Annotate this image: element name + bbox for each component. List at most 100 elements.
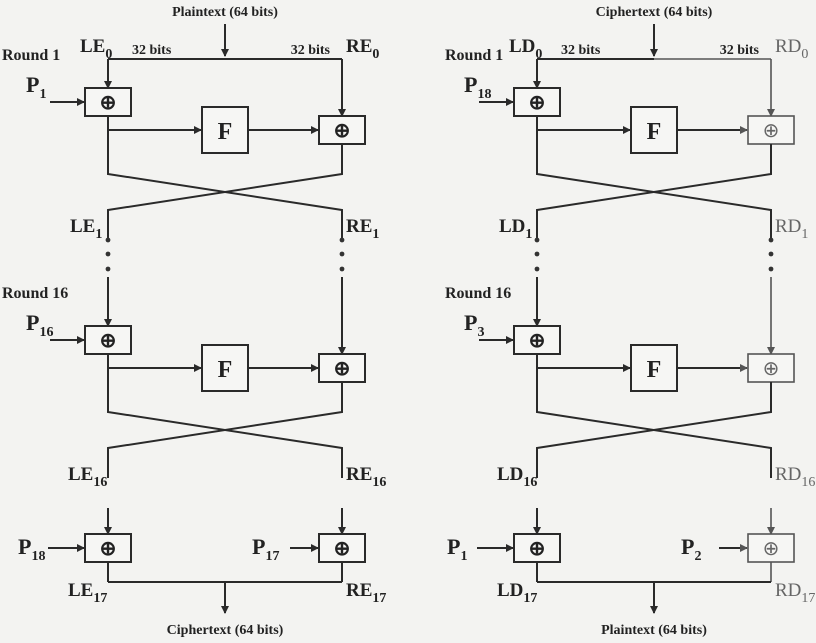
xor-icon: ⊕ bbox=[763, 358, 780, 380]
right-half-1-label-subscript: 1 bbox=[801, 227, 808, 242]
final-left-key-prefix: P bbox=[447, 534, 460, 559]
right-half-16-label: RD16 bbox=[775, 464, 815, 490]
xor-icon: ⊕ bbox=[100, 330, 117, 352]
right-half-0-label: RD0 bbox=[775, 36, 808, 62]
right-half-16-label-subscript: 16 bbox=[801, 475, 815, 490]
right-half-1-label-subscript: 1 bbox=[372, 227, 379, 242]
final-right-key-label: P2 bbox=[681, 534, 701, 564]
final-right-key-prefix: P bbox=[252, 534, 265, 559]
left-half-1-label-subscript: 1 bbox=[95, 227, 102, 242]
round-label: Round 1 bbox=[445, 47, 503, 64]
xor-icon: ⊕ bbox=[529, 92, 546, 114]
final-left-key-label: P18 bbox=[18, 534, 45, 564]
xor-box-left bbox=[84, 87, 132, 117]
left-half-17-label-subscript: 17 bbox=[93, 591, 107, 606]
right-half-16-label-main: RD bbox=[775, 464, 801, 485]
round-label: Round 16 bbox=[2, 285, 68, 302]
right-half-1-label: RE1 bbox=[346, 216, 379, 242]
right-half-0-label: RE0 bbox=[346, 36, 379, 62]
continuation-dot bbox=[768, 237, 774, 243]
right-half-0-label-subscript: 0 bbox=[372, 47, 379, 62]
left-half-17-label-subscript: 17 bbox=[523, 591, 537, 606]
continuation-dot bbox=[768, 251, 774, 257]
swap-line-right-to-left bbox=[107, 144, 343, 240]
right-half-16-label: RE16 bbox=[346, 464, 386, 490]
round-key-label: P3 bbox=[464, 310, 484, 340]
input-label: Plaintext (64 bits) bbox=[172, 5, 278, 20]
f-function-label: F bbox=[647, 357, 662, 383]
final-left-key-prefix: P bbox=[18, 534, 31, 559]
continuation-dot bbox=[339, 237, 345, 243]
left-half-17-label-main: LD bbox=[497, 580, 523, 601]
round-key-prefix: P bbox=[26, 310, 39, 335]
left-half-1-label: LE1 bbox=[70, 216, 102, 242]
final-right-key-prefix: P bbox=[681, 534, 694, 559]
f-function-label: F bbox=[218, 119, 233, 145]
continuation-dot bbox=[105, 266, 111, 272]
round-key-prefix: P bbox=[464, 72, 477, 97]
left-half-1-label: LD1 bbox=[499, 216, 532, 242]
f-function-box bbox=[630, 344, 678, 392]
f-function-box bbox=[201, 344, 249, 392]
right-half-17-label-subscript: 17 bbox=[372, 591, 386, 606]
round-key-label: P16 bbox=[26, 310, 53, 340]
output-label: Plaintext (64 bits) bbox=[601, 623, 707, 638]
left-half-1-label-main: LD bbox=[499, 216, 525, 237]
right-half-17-label-main: RE bbox=[346, 580, 372, 601]
final-xor-box-right bbox=[747, 533, 795, 563]
left-half-0-label: LD0 bbox=[509, 36, 542, 62]
continuation-dot bbox=[339, 251, 345, 257]
xor-icon: ⊕ bbox=[763, 538, 780, 560]
f-function-label: F bbox=[647, 119, 662, 145]
final-right-key-subscript: 2 bbox=[694, 549, 701, 564]
xor-icon: ⊕ bbox=[334, 358, 351, 380]
right-half-16-label-main: RE bbox=[346, 464, 372, 485]
right-half-17-label-subscript: 17 bbox=[801, 591, 815, 606]
left-half-16-label-main: LD bbox=[497, 464, 523, 485]
left-half-16-label: LE16 bbox=[68, 464, 107, 490]
round-key-label: P18 bbox=[464, 72, 491, 102]
xor-icon: ⊕ bbox=[334, 120, 351, 142]
right-half-17-label: RD17 bbox=[775, 580, 815, 606]
left-half-1-label-subscript: 1 bbox=[525, 227, 532, 242]
left-half-16-label-subscript: 16 bbox=[93, 475, 107, 490]
continuation-dot bbox=[339, 266, 345, 272]
left-half-17-label: LD17 bbox=[497, 580, 537, 606]
continuation-dot bbox=[534, 237, 540, 243]
swap-line-right-to-left bbox=[107, 382, 343, 478]
left-half-0-label: LE0 bbox=[80, 36, 112, 62]
xor-box-left bbox=[513, 325, 561, 355]
round-label: Round 16 bbox=[445, 285, 511, 302]
right-half-0-label-main: RE bbox=[346, 36, 372, 57]
left-half-16-label-main: LE bbox=[68, 464, 93, 485]
right-half-16-label-subscript: 16 bbox=[372, 475, 386, 490]
round-key-subscript: 3 bbox=[477, 325, 484, 340]
round-label: Round 1 bbox=[2, 47, 60, 64]
f-function-box bbox=[630, 106, 678, 154]
f-function-label: F bbox=[218, 357, 233, 383]
right-half-0-label-subscript: 0 bbox=[801, 47, 808, 62]
right-half-17-label: RE17 bbox=[346, 580, 386, 606]
round-key-label: P1 bbox=[26, 72, 46, 102]
swap-line-right-to-left bbox=[536, 144, 772, 240]
left-half-1-label-main: LE bbox=[70, 216, 95, 237]
final-right-key-subscript: 17 bbox=[265, 549, 279, 564]
xor-icon: ⊕ bbox=[529, 330, 546, 352]
left-half-bits-label: 32 bits bbox=[561, 43, 601, 58]
left-half-0-label-main: LD bbox=[509, 36, 535, 57]
right-half-bits-label: 32 bits bbox=[720, 43, 760, 58]
xor-box-right bbox=[318, 115, 366, 145]
round-key-subscript: 18 bbox=[477, 87, 491, 102]
left-half-16-label-subscript: 16 bbox=[523, 475, 537, 490]
input-label: Ciphertext (64 bits) bbox=[596, 5, 713, 20]
xor-icon: ⊕ bbox=[529, 538, 546, 560]
round-key-prefix: P bbox=[26, 72, 39, 97]
left-half-0-label-subscript: 0 bbox=[105, 47, 112, 62]
final-right-key-label: P17 bbox=[252, 534, 279, 564]
continuation-dot bbox=[534, 266, 540, 272]
round-key-subscript: 1 bbox=[39, 87, 46, 102]
